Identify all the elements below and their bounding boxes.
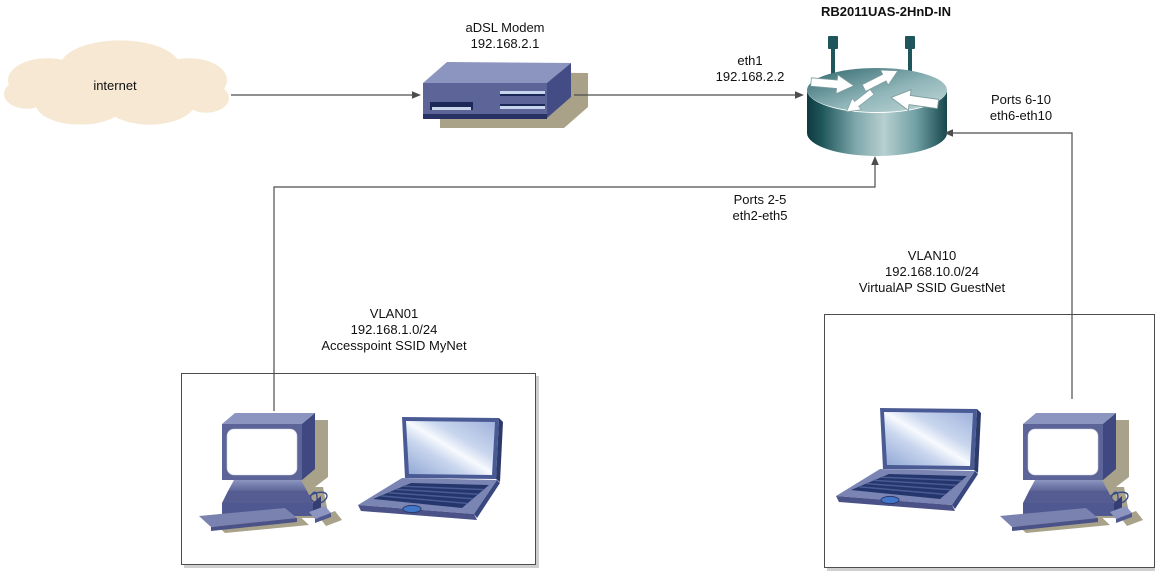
- router-name-label: RB2011UAS-2HnD-IN: [820, 4, 952, 19]
- vlan01-ssid: Accesspoint SSID MyNet: [321, 338, 467, 353]
- guest-interfaces: eth6-eth10: [989, 108, 1053, 123]
- modem-ip: 192.168.2.1: [470, 36, 540, 51]
- wan-ip: 192.168.2.2: [715, 69, 785, 84]
- vlan10-subnet: 192.168.10.0/24: [885, 264, 979, 279]
- modem-label: aDSL Modem 192.168.2.1: [420, 20, 590, 52]
- router-body: [807, 90, 947, 156]
- desktop-computer-icon: [195, 400, 355, 540]
- vlan10-name: VLAN10: [907, 248, 957, 263]
- vlan10-ssid: VirtualAP SSID GuestNet: [858, 280, 1006, 295]
- modem-box-icon: [423, 62, 588, 128]
- desktop-computer-icon: [996, 400, 1155, 540]
- lan-link-label: Ports 2-5 eth2-eth5: [700, 192, 820, 224]
- lan-interfaces: eth2-eth5: [732, 208, 788, 223]
- laptop-icon: [834, 392, 984, 522]
- guest-ports: Ports 6-10: [991, 92, 1051, 107]
- internet-label: internet: [93, 78, 137, 93]
- lan-ports: Ports 2-5: [733, 192, 787, 207]
- wireless-router-icon: [807, 36, 947, 156]
- internet-cloud-icon: [3, 40, 230, 125]
- guest-link-label: Ports 6-10 eth6-eth10: [960, 92, 1082, 124]
- wan-interface: eth1: [737, 53, 763, 68]
- vlan01-label: VLAN01 192.168.1.0/24 Accesspoint SSID M…: [244, 306, 544, 354]
- laptop-icon: [356, 401, 506, 531]
- wan-link-label: eth1 192.168.2.2: [690, 53, 810, 85]
- vlan10-label: VLAN10 192.168.10.0/24 VirtualAP SSID Gu…: [782, 248, 1082, 296]
- modem-name: aDSL Modem: [465, 20, 545, 35]
- vlan01-subnet: 192.168.1.0/24: [350, 322, 438, 337]
- antenna-icon: [828, 36, 915, 78]
- vlan01-name: VLAN01: [369, 306, 419, 321]
